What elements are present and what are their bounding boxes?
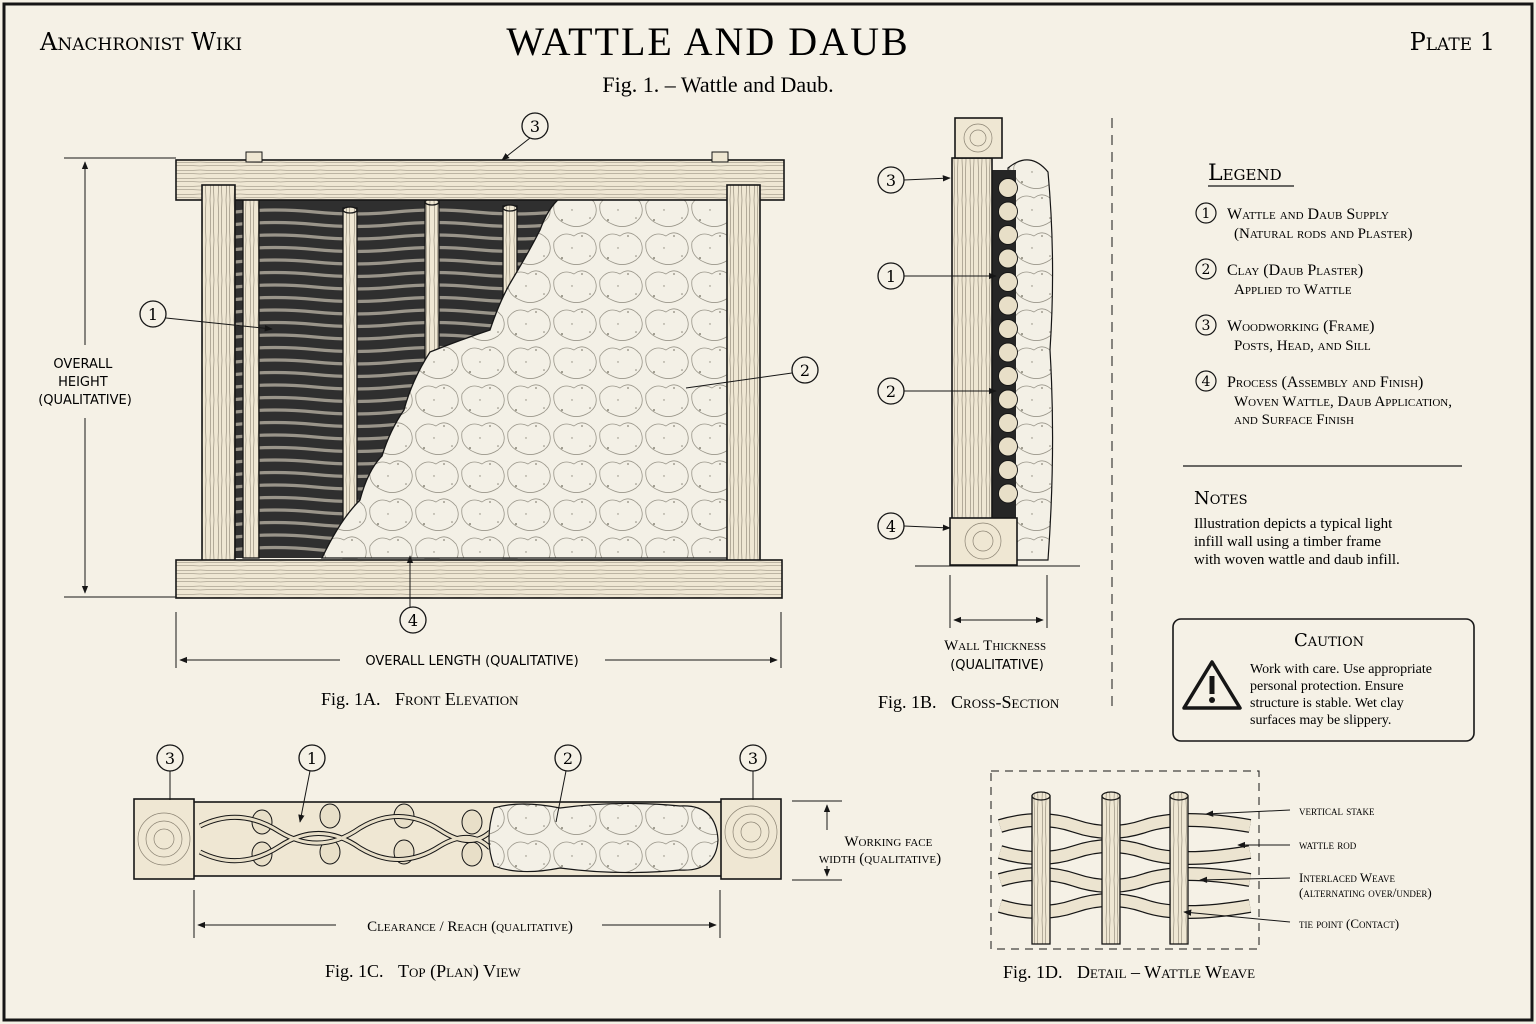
figure-subtitle: Fig. 1. – Wattle and Daub. xyxy=(602,72,833,97)
legend-item-number: 1 xyxy=(1202,206,1211,222)
page-title: WATTLE AND DAUB xyxy=(506,19,909,64)
fig1d-title: Detail – Wattle Weave xyxy=(1077,962,1255,982)
notes-text: Illustration depicts a typical light inf… xyxy=(1194,516,1400,568)
clearance-dim-label: Clearance / Reach (qualitative) xyxy=(367,919,573,935)
height-dim-label: OVERALL HEIGHT (QUALITATIVE) xyxy=(38,357,132,408)
left-post xyxy=(201,184,236,578)
caution-box: Caution Work with care. Use appropriate … xyxy=(1172,618,1475,742)
fig1b-number: Fig. 1B. xyxy=(878,692,937,712)
legend-item-number: 2 xyxy=(1202,262,1211,278)
legend-item-subtitle: Woven Wattle, Daub Application, xyxy=(1234,394,1452,410)
head-beam xyxy=(175,159,785,201)
plan-view: 3 1 2 3 Working face width (qualitative)… xyxy=(133,744,941,982)
notes-title: Notes xyxy=(1194,488,1247,509)
svg-text:Fig. 1D. Detail – Wattle: Fig. 1D. Detail – Wattle Weave xyxy=(1003,962,1255,982)
callout-2-elevation: 2 xyxy=(800,361,810,380)
legend-item-title: Process (Assembly and Finish) xyxy=(1227,374,1423,391)
callout-1-section: 1 xyxy=(886,267,896,286)
callout-1-plan: 1 xyxy=(307,749,317,768)
weave-detail: vertical stake wattle rod Interlaced Wea… xyxy=(990,770,1432,982)
callout-3-section: 3 xyxy=(886,171,896,190)
fig1c-number: Fig. 1C. xyxy=(325,961,384,981)
legend-item-number: 4 xyxy=(1202,374,1211,390)
detail-label-rod: wattle rod xyxy=(1299,837,1357,852)
callout-4-section: 4 xyxy=(886,517,896,536)
legend-item-title: Clay (Daub Plaster) xyxy=(1227,262,1363,279)
legend-item-title: Wattle and Daub Supply xyxy=(1227,206,1389,223)
plan-right-post xyxy=(720,798,782,880)
svg-text:Fig. 1A. Front Elevation: Fig. 1A. Front Elevation xyxy=(321,689,519,709)
svg-text:Fig. 1B. Cross-Section: Fig. 1B. Cross-Section xyxy=(878,692,1060,712)
legend-item-subtitle: Posts, Head, and Sill xyxy=(1234,338,1371,354)
detail-label-weave: Interlaced Weave xyxy=(1299,870,1395,885)
fig1d-number: Fig. 1D. xyxy=(1003,962,1063,982)
legend-item-title: Woodworking (Frame) xyxy=(1227,318,1374,335)
length-dim-label: OVERALL LENGTH (QUALITATIVE) xyxy=(365,654,578,669)
plate-number: Plate 1 xyxy=(1410,28,1495,56)
section-post xyxy=(951,157,993,521)
legend-item-number: 3 xyxy=(1202,318,1211,334)
detail-label-weave-note: (alternating over/under) xyxy=(1299,885,1432,900)
fig1b-title: Cross-Section xyxy=(951,692,1060,712)
caution-title: Caution xyxy=(1294,630,1364,651)
callout-1-elevation: 1 xyxy=(148,305,158,324)
detail-label-tie: tie point (Contact) xyxy=(1299,916,1399,931)
cross-section: Wall Thickness (QUALITATIVE) 3 1 2 4 Fig… xyxy=(877,117,1113,712)
fig1a-number: Fig. 1A. xyxy=(321,689,381,709)
callout-2-section: 2 xyxy=(886,382,896,401)
plan-left-post xyxy=(133,798,195,880)
callout-3-plan-right: 3 xyxy=(748,749,758,768)
legend-item-subtitle: Applied to Wattle xyxy=(1234,282,1352,298)
legend-item-4: 4 Process (Assembly and Finish) Woven Watt… xyxy=(1195,370,1452,428)
working-face-label: Working face width (qualitative) xyxy=(819,834,941,867)
section-head-block xyxy=(954,117,1003,159)
callout-4-elevation: 4 xyxy=(408,611,418,630)
front-elevation: OVERALL HEIGHT (QUALITATIVE) OVERALL LEN… xyxy=(38,112,819,709)
callout-3-elevation: 3 xyxy=(530,117,540,136)
sill-beam xyxy=(175,559,783,599)
callout-3-plan-left: 3 xyxy=(165,749,175,768)
legend-item-subtitle: and Surface Finish xyxy=(1234,412,1354,428)
warning-triangle-icon xyxy=(1182,660,1242,710)
daub-plaster xyxy=(320,197,729,559)
fig1a-title: Front Elevation xyxy=(395,689,519,709)
caution-text: Work with care. Use appropriate personal… xyxy=(1250,662,1435,728)
wiki-name: Anachronist Wiki xyxy=(39,28,242,56)
thickness-dim-label: Wall Thickness (QUALITATIVE) xyxy=(944,638,1050,673)
legend-item-subtitle: (Natural rods and Plaster) xyxy=(1234,226,1413,242)
section-sill-block xyxy=(949,517,1018,566)
svg-text:Fig. 1C. Top (Plan) View: Fig. 1C. Top (Plan) View xyxy=(325,961,521,982)
legend-item-2: 2 Clay (Daub Plaster) Applied to Wattle xyxy=(1195,258,1363,298)
legend: Legend 1 Wattle and Daub Supply (Natural r… xyxy=(1183,161,1462,568)
legend-item-1: 1 Wattle and Daub Supply (Natural rods and… xyxy=(1195,202,1413,242)
callout-2-plan: 2 xyxy=(563,749,573,768)
legend-title: Legend xyxy=(1208,161,1282,186)
fig1c-title: Top (Plan) View xyxy=(398,961,521,982)
legend-item-3: 3 Woodworking (Frame) Posts, Head, and Sil… xyxy=(1195,314,1374,354)
detail-label-stake: vertical stake xyxy=(1299,803,1375,818)
